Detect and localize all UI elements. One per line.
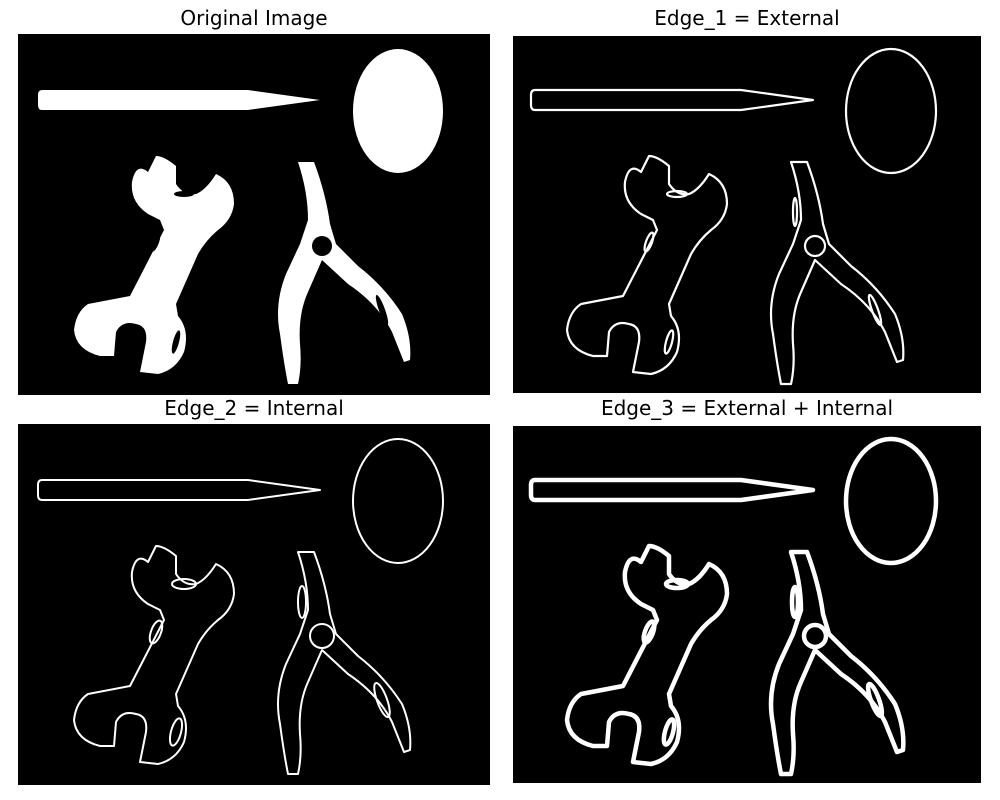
pencil-contour [529,88,815,112]
panel-image-edge3 [511,424,983,785]
wrench-contour [565,154,729,376]
pliers-contour [769,160,905,386]
pliers-slot-right [375,294,389,326]
panel-image-edge1 [511,34,983,395]
ellipse-contour [843,436,939,566]
pliers-slot-right-contour [373,681,391,719]
wrench-slot-mid-contour [643,231,655,253]
original-shapes [38,49,443,384]
pliers-slot-left-contour [297,585,307,619]
wrench-slot-bottom-contour [663,329,675,355]
wrench-shape [74,156,234,374]
wrench-slot-mid [151,232,161,252]
wrench-slot-top-contour [171,578,197,590]
edge1-contours [511,34,983,395]
pliers-contour [277,551,412,775]
pliers-slot-left [300,198,304,226]
pliers-slot-right-contour [865,681,885,719]
ellipse-contour [844,47,938,175]
panel-title-edge2: Edge_2 = Internal [164,396,344,420]
pencil-shape [38,90,320,110]
pliers-slot-left-contour [791,196,799,228]
pliers-slot-right-contour [867,293,883,327]
pliers-pivot [312,236,332,256]
panel-image-original [18,34,490,395]
panel-image-edge2 [18,424,490,785]
wrench-slot-top-contour [665,189,689,199]
panel-title-edge3: Edge_3 = External + Internal [600,396,894,420]
pliers-pivot-contour [803,234,827,258]
pliers-slot-left-contour [789,584,801,620]
pliers-contour [768,549,906,777]
ellipse-contour [352,438,444,564]
panel-title-original: Original Image [180,6,328,30]
wrench-slot-top-contour [663,577,691,591]
panel-title-edge1: Edge_1 = External [654,6,840,30]
wrench-slot-mid-contour [148,619,164,645]
wrench-slot-bottom-contour [168,717,184,747]
pencil-contour [37,479,321,501]
wrench-slot-bottom-contour [661,717,677,747]
edge3-contours [511,424,983,785]
wrench-contour [564,543,730,767]
pencil-contour [528,477,816,503]
pliers-shape [278,162,411,384]
pliers-pivot-contour [309,623,335,649]
edge2-contours [37,438,444,775]
wrench-slot-mid-contour [641,619,657,645]
ellipse-shape [353,49,443,173]
wrench-contour [73,545,235,765]
wrench-slot-top [174,191,194,197]
pliers-pivot-contour [801,622,829,650]
wrench-slot-bottom [171,330,181,354]
